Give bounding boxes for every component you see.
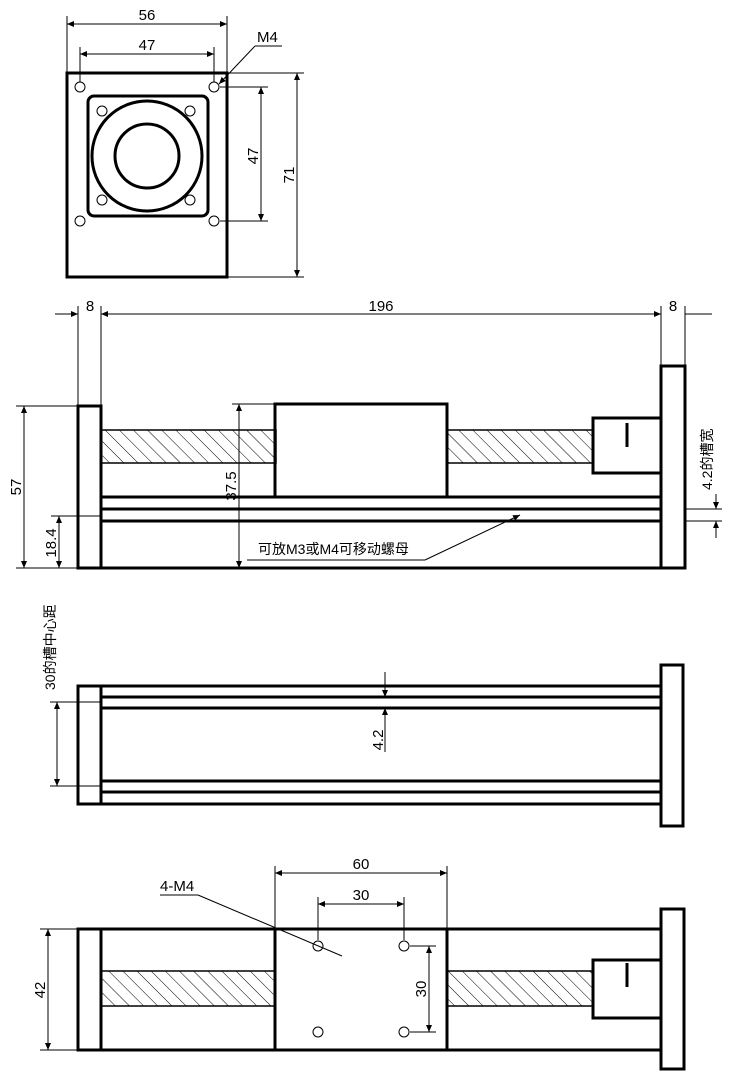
flange-hole — [96, 105, 108, 117]
lead-screw-left — [100, 429, 277, 464]
coupling — [591, 958, 663, 1020]
top-view: 56 47 M4 47 71 — [65, 7, 304, 279]
hole-leader — [197, 894, 343, 957]
carriage-hole — [398, 1026, 410, 1038]
dim-30-h: 30 — [353, 887, 370, 904]
carriage-block — [273, 402, 449, 499]
left-end-plate — [76, 404, 103, 570]
carriage-hole — [312, 1026, 324, 1038]
left-end-plate — [76, 684, 103, 806]
m4-leader — [218, 45, 256, 85]
coupling — [591, 416, 663, 475]
carriage-hole — [312, 940, 324, 952]
dim-47-v: 47 — [245, 148, 262, 165]
carriage-plate — [273, 927, 449, 1052]
dim-42: 42 — [32, 982, 49, 999]
dim-30-v: 30 — [413, 981, 430, 998]
right-end-plate — [659, 364, 687, 570]
lead-screw-right — [446, 429, 594, 464]
side-view: 8 196 8 57 18.4 37.5 4.2的槽宽 可放M3或M4可移动螺母 — [8, 298, 722, 570]
right-end-plate — [659, 663, 685, 828]
end-plate-outline — [65, 71, 229, 279]
dim-18-4: 18.4 — [43, 528, 60, 557]
dim-4-2: 4.2 — [370, 730, 387, 751]
dim-60: 60 — [353, 856, 370, 873]
nut-leader — [424, 514, 521, 561]
slot-spacing-note: 30的槽中心距 — [42, 604, 58, 690]
flange-bore-inner — [113, 122, 181, 190]
mount-hole — [74, 81, 86, 93]
m4-label: M4 — [257, 29, 278, 46]
dim-8-right: 8 — [669, 298, 677, 315]
dim-196: 196 — [368, 298, 393, 315]
carriage-hole — [398, 940, 410, 952]
flange-hole — [184, 105, 196, 117]
flange-hole — [96, 194, 108, 206]
flange-bore-outer — [90, 99, 204, 213]
left-end-plate — [76, 927, 103, 1052]
mount-hole — [208, 81, 220, 93]
slot-width-note: 4.2的槽宽 — [699, 429, 715, 490]
hole-label: 4-M4 — [160, 878, 194, 895]
bottom-view: 30的槽中心距 4.2 — [42, 604, 685, 828]
nut-note: 可放M3或M4可移动螺母 — [258, 541, 409, 557]
motor-flange-outline — [86, 94, 210, 218]
dim-57: 57 — [8, 479, 25, 496]
lead-screw-right — [446, 970, 594, 1007]
dim-37-5: 37.5 — [223, 471, 240, 500]
mount-hole — [74, 215, 86, 227]
right-end-plate — [659, 907, 686, 1071]
dim-71: 71 — [281, 167, 298, 184]
mount-hole — [208, 215, 220, 227]
lead-screw-left — [100, 970, 276, 1007]
dim-56: 56 — [139, 7, 156, 24]
plan-view: 60 30 30 42 4-M4 — [32, 856, 686, 1071]
dim-8-left: 8 — [86, 298, 94, 315]
dim-47-h: 47 — [139, 37, 156, 54]
flange-hole — [184, 194, 196, 206]
